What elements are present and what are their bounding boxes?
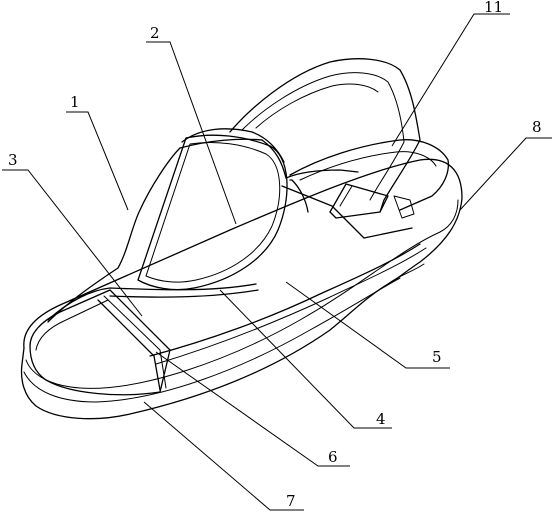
upper-lower-edge bbox=[289, 179, 309, 213]
sole-rim-line bbox=[25, 199, 459, 389]
back-strap-outer bbox=[229, 58, 421, 219]
labels: 1 2 3 4 5 6 7 8 11 bbox=[8, 0, 542, 510]
lower-strap-inner-edge bbox=[103, 295, 167, 389]
sole bbox=[20, 158, 463, 420]
back-strap-buckle bbox=[393, 195, 415, 219]
leader-8 bbox=[459, 137, 552, 211]
heel-notch bbox=[387, 263, 425, 285]
footbed-inner-line bbox=[35, 299, 109, 351]
label-4: 4 bbox=[376, 410, 386, 428]
label-3: 3 bbox=[8, 151, 18, 169]
back-strap-tip bbox=[329, 183, 389, 213]
upper-body-edge bbox=[285, 169, 359, 179]
back-strap-stitch bbox=[339, 185, 353, 207]
label-6: 6 bbox=[328, 448, 338, 466]
back-strap-inner-2 bbox=[255, 83, 379, 129]
upper-strap-inner-edge bbox=[145, 141, 281, 283]
leader-2 bbox=[146, 41, 237, 225]
leader-11 bbox=[391, 13, 510, 147]
heel-cup-inner bbox=[299, 151, 437, 181]
leader-6 bbox=[155, 351, 350, 467]
lower-strap-band bbox=[109, 289, 259, 298]
label-8: 8 bbox=[532, 118, 542, 136]
label-11: 11 bbox=[484, 0, 503, 16]
upper-toe-edge bbox=[47, 147, 181, 323]
back-strap bbox=[229, 58, 421, 219]
footbed-edge bbox=[29, 289, 171, 396]
sole-outer-edge bbox=[20, 158, 463, 420]
leader-3 bbox=[2, 169, 143, 317]
leader-1 bbox=[66, 111, 129, 211]
upper-strap-tab bbox=[181, 128, 285, 163]
leader-4 bbox=[219, 289, 392, 429]
upper-strap bbox=[137, 128, 288, 291]
footbed bbox=[29, 139, 450, 396]
lower-strap-bottom-edge bbox=[97, 299, 161, 391]
back-strap-inner bbox=[241, 72, 405, 201]
label-7: 7 bbox=[286, 492, 296, 510]
label-2: 2 bbox=[150, 24, 160, 42]
lower-strap bbox=[47, 283, 259, 391]
lower-strap-top-edge bbox=[47, 283, 257, 321]
leader-lines bbox=[2, 13, 552, 511]
leader-5 bbox=[285, 281, 450, 369]
vamp-bottom-seam-inner bbox=[155, 247, 427, 365]
vamp-upper bbox=[47, 138, 427, 365]
label-1: 1 bbox=[70, 93, 80, 111]
upper-side-edge bbox=[261, 139, 287, 179]
upper-right-contour bbox=[281, 185, 413, 239]
sole-lower-ridge bbox=[23, 277, 401, 403]
heel-cup bbox=[289, 139, 450, 211]
label-5: 5 bbox=[432, 348, 442, 366]
vamp-bottom-seam bbox=[149, 243, 421, 357]
leader-7 bbox=[143, 401, 304, 511]
